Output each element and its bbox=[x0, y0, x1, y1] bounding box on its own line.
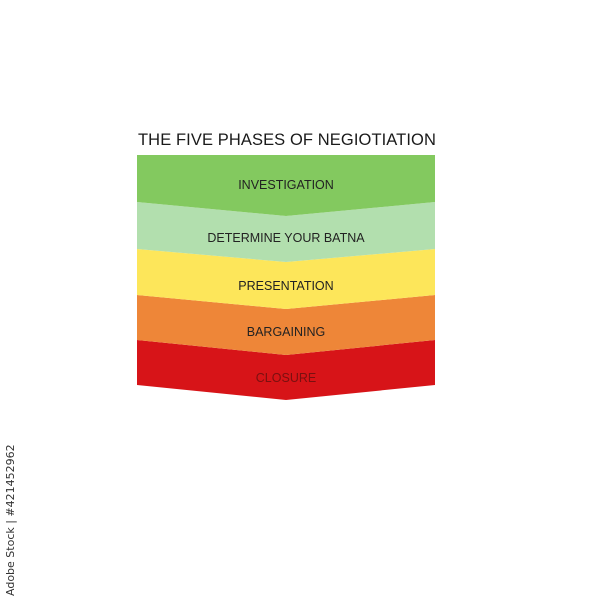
phase-label-presentation: PRESENTATION bbox=[238, 279, 334, 293]
phase-band-investigation bbox=[137, 155, 435, 216]
phase-band-presentation bbox=[137, 249, 435, 309]
stock-credit: Adobe Stock | #421452962 bbox=[4, 444, 17, 596]
phase-band-bargaining bbox=[137, 295, 435, 355]
diagram-title: THE FIVE PHASES OF NEGIOTIATION bbox=[138, 131, 436, 149]
phase-band-closure bbox=[137, 340, 435, 400]
phase-label-investigation: INVESTIGATION bbox=[238, 178, 334, 192]
phase-band-batna bbox=[137, 202, 435, 262]
phase-label-closure: CLOSURE bbox=[255, 371, 317, 385]
phase-label-batna: DETERMINE YOUR BATNA bbox=[207, 231, 365, 245]
phase-label-bargaining: BARGAINING bbox=[246, 325, 326, 339]
